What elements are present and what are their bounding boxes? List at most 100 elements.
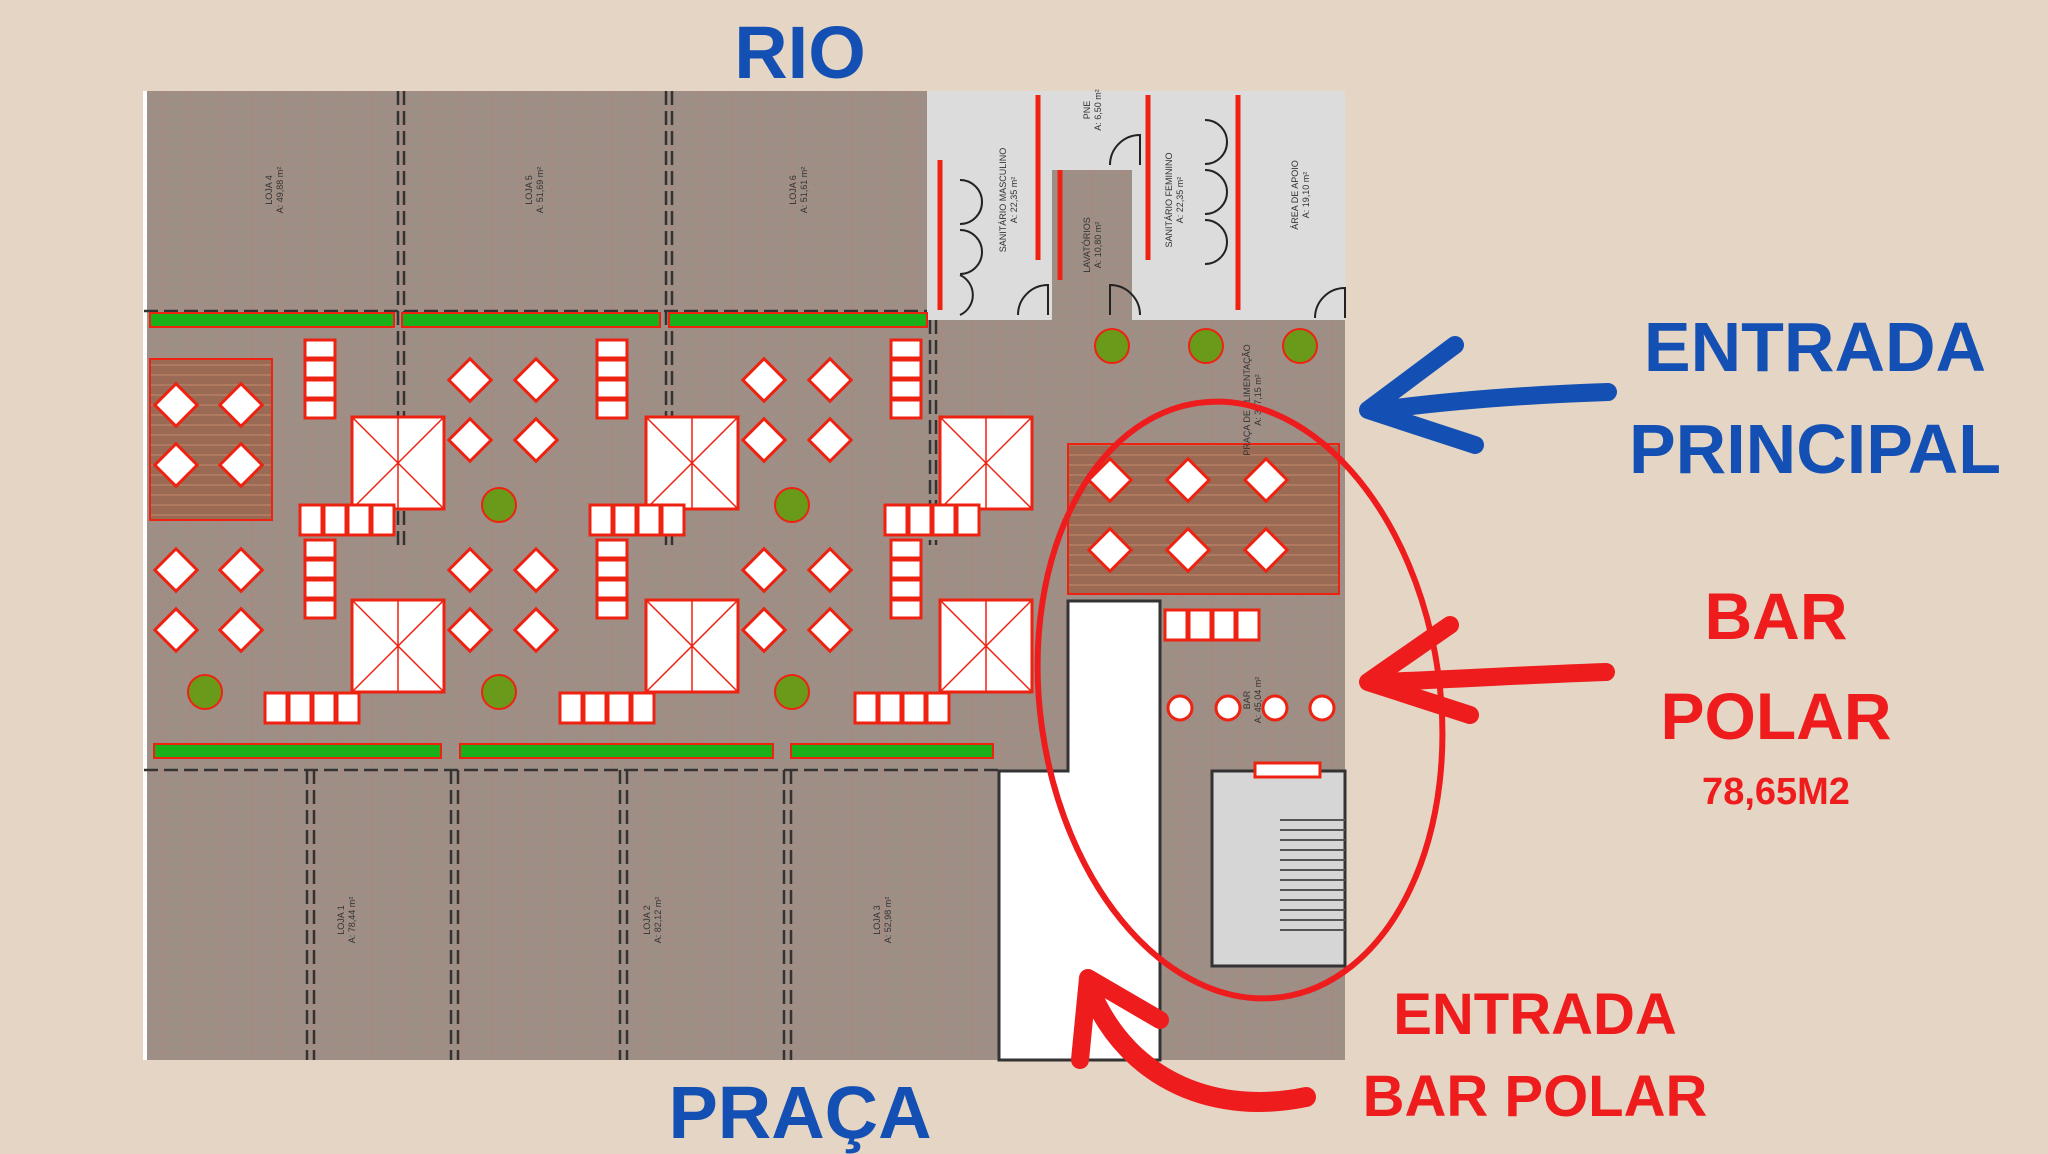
table [588, 503, 614, 537]
label-praca: PRAÇA [668, 1071, 932, 1154]
table [303, 398, 337, 420]
planters [149, 312, 994, 759]
plant-icon [774, 674, 810, 710]
table [889, 538, 923, 560]
round-table [1086, 526, 1134, 574]
table [287, 691, 313, 725]
stairs [1280, 819, 1345, 931]
plant-icon [1188, 328, 1224, 364]
table [595, 378, 629, 400]
table [877, 691, 903, 725]
loja1-name: LOJA 1 [336, 905, 346, 935]
loja4-area: A: 49,88 m² [275, 167, 285, 214]
table [1163, 608, 1189, 642]
round-table [1086, 456, 1134, 504]
umbrella-ribs [351, 416, 445, 510]
lavatorios-name: LAVATÓRIOS [1082, 217, 1092, 273]
table [595, 558, 629, 580]
lavatorios-area: A: 10,80 m² [1093, 222, 1103, 269]
label-bar-area: 78,65M2 [1702, 771, 1850, 813]
table [303, 358, 337, 380]
left-deck [149, 358, 273, 521]
table [925, 691, 951, 725]
table [263, 691, 289, 725]
round-table [217, 441, 265, 489]
loja4-name: LOJA 4 [264, 175, 274, 205]
round-table [152, 381, 200, 429]
round-table [740, 606, 788, 654]
round-table [740, 356, 788, 404]
table [370, 503, 396, 537]
label-bar-entrance-1: ENTRADA [1393, 982, 1677, 1047]
round-table [446, 356, 494, 404]
round-table [446, 546, 494, 594]
loja5-name: LOJA 5 [524, 175, 534, 205]
loja6-name: LOJA 6 [788, 175, 798, 205]
bar-entrance-arrow [1071, 969, 1316, 1112]
table [303, 578, 337, 600]
table [901, 691, 927, 725]
table [889, 378, 923, 400]
round-table [217, 546, 265, 594]
plant-icon [774, 487, 810, 523]
stairs-area [1210, 769, 1347, 968]
pne-area: A: 6,50 m² [1093, 89, 1103, 131]
bar-table [1261, 694, 1289, 722]
table [636, 503, 662, 537]
label-rio: RIO [734, 11, 866, 94]
table [335, 691, 361, 725]
table [298, 503, 324, 537]
round-table [152, 546, 200, 594]
loja2-area: A: 82,12 m² [653, 897, 663, 944]
round-table [512, 546, 560, 594]
table [853, 691, 879, 725]
table [889, 358, 923, 380]
plant-icon [481, 487, 517, 523]
bar-arrow [1359, 616, 1615, 724]
lavatorios-area [1052, 170, 1132, 320]
round-table [1164, 526, 1212, 574]
round-table [217, 606, 265, 654]
table [595, 598, 629, 620]
round-table [740, 416, 788, 464]
round-table [1164, 456, 1212, 504]
umbrella-ribs [939, 599, 1033, 693]
bar-entrance-corridor [997, 599, 1162, 1062]
plan-labels: LOJA 4A: 49,88 m² LOJA 5A: 51,69 m² LOJA… [264, 89, 1311, 943]
restroom-doors [959, 119, 1346, 319]
table [931, 503, 957, 537]
table [595, 338, 629, 360]
table [303, 378, 337, 400]
table [303, 338, 337, 360]
loja6-area: A: 51,61 m² [799, 167, 809, 214]
svg-text:LOJA 4A: 49,88 m²: LOJA 4A: 49,88 m² [264, 167, 285, 214]
pne-name: PNE [1082, 101, 1092, 120]
round-table [152, 606, 200, 654]
table [303, 538, 337, 560]
label-main-entrance-2: PRINCIPAL [1628, 410, 2002, 488]
umbrella-ribs [645, 599, 739, 693]
restroom-block [927, 91, 1345, 320]
loja2-name: LOJA 2 [642, 905, 652, 935]
round-table [1242, 456, 1290, 504]
table [303, 558, 337, 580]
bar-table [1308, 694, 1336, 722]
loja3-area: A: 52,98 m² [883, 897, 893, 944]
san-masc-area: A: 22,35 m² [1009, 177, 1019, 224]
label-bar-entrance-2: BAR POLAR [1362, 1064, 1708, 1129]
table [595, 398, 629, 420]
bar-name: BAR [1242, 690, 1252, 709]
main-entrance-arrow [1359, 336, 1617, 454]
plant-icon [187, 674, 223, 710]
table [595, 538, 629, 560]
table [303, 598, 337, 620]
table [1211, 608, 1237, 642]
table [322, 503, 348, 537]
round-table [446, 606, 494, 654]
svg-text:BARA: 45,04 m²: BARA: 45,04 m² [1242, 677, 1263, 724]
furniture [152, 328, 1336, 779]
svg-text:PRAÇA DE ALIMENTAÇÃOA: 327,15: PRAÇA DE ALIMENTAÇÃOA: 327,15 m² [1242, 344, 1263, 455]
round-table [806, 356, 854, 404]
round-table [512, 356, 560, 404]
table [907, 503, 933, 537]
